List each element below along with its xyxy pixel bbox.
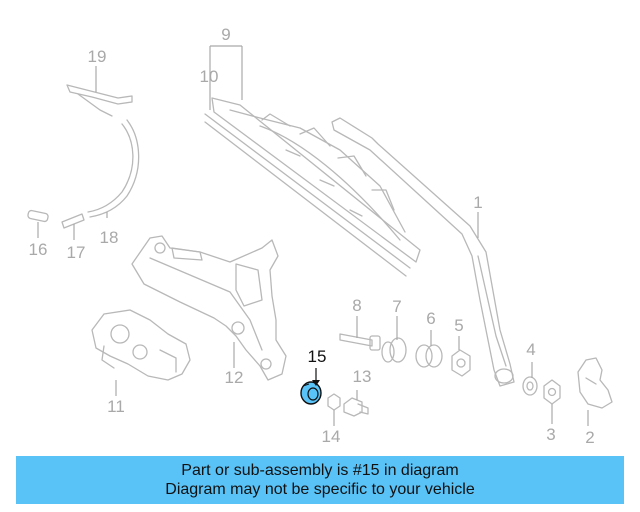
callout-6: 6	[426, 309, 435, 328]
part-9-10-wiper-blade	[204, 97, 421, 277]
leader-lines	[37, 45, 589, 426]
callout-2: 2	[585, 428, 594, 447]
callout-12: 12	[225, 368, 244, 387]
part-16-clip	[27, 209, 49, 223]
callout-16: 16	[29, 240, 48, 259]
callout-5: 5	[454, 316, 463, 335]
callout-15: 15	[308, 347, 327, 366]
part-1-wiper-arm	[331, 117, 515, 387]
part-15-nut-highlighted[interactable]	[300, 381, 322, 405]
callout-labels: 1 2 3 4 5 6 7 8 9 10 11 12 13 14 15 16 1…	[29, 25, 595, 447]
part-8-pivot-shaft	[339, 333, 381, 351]
banner-line-part: Part or sub-assembly is #15 in diagram	[181, 462, 459, 479]
callout-8: 8	[352, 296, 361, 315]
callout-17: 17	[67, 243, 86, 262]
callout-4: 4	[526, 340, 535, 359]
part-14-nut	[327, 393, 341, 411]
part-2-cap	[577, 357, 613, 409]
part-11-motor	[91, 309, 191, 381]
part-12-linkage	[131, 235, 287, 381]
part-3-nut	[543, 379, 561, 405]
callout-19: 19	[88, 47, 107, 66]
part-13-bolt	[343, 397, 369, 417]
callout-11: 11	[107, 397, 125, 416]
part-7-bushing	[381, 337, 407, 363]
parts-diagram: 1 2 3 4 5 6 7 8 9 10 11 12 13 14 15 16 1…	[27, 25, 613, 447]
callout-3: 3	[546, 425, 555, 444]
callout-14: 14	[322, 427, 341, 446]
callout-13: 13	[353, 367, 372, 386]
part-5-nut	[451, 349, 471, 377]
callout-9: 9	[221, 25, 230, 44]
banner-line-disclaimer: Diagram may not be specific to your vehi…	[165, 481, 475, 498]
part-4-washer	[522, 376, 538, 396]
info-banner: Part or sub-assembly is #15 in diagram D…	[16, 456, 624, 504]
part-18-rubber-insert	[87, 119, 140, 218]
callout-1: 1	[473, 193, 482, 212]
part-17-clip	[61, 213, 85, 229]
callout-18: 18	[100, 228, 119, 247]
callout-10: 10	[200, 67, 219, 86]
part-19-end-cap	[66, 84, 133, 117]
part-6-grommet	[415, 344, 443, 368]
callout-7: 7	[392, 297, 401, 316]
